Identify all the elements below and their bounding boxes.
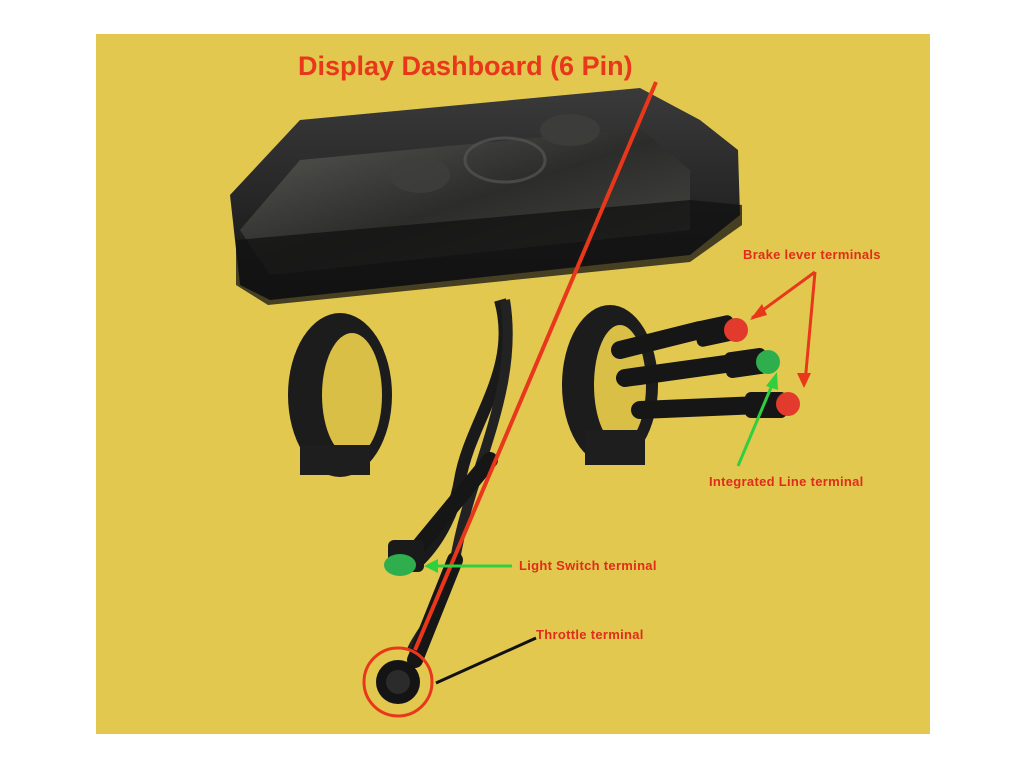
handlebar-clamp-left xyxy=(288,313,392,477)
throttle-terminal-label: Throttle terminal xyxy=(536,627,644,642)
integrated-line-connector xyxy=(616,347,780,387)
display-housing xyxy=(230,88,742,305)
throttle-arrow xyxy=(435,636,537,685)
light-switch-connector xyxy=(384,452,498,576)
light-switch-terminal-label: Light Switch terminal xyxy=(519,558,657,573)
brake-lever-terminals-label: Brake lever terminals xyxy=(743,247,881,262)
integrated-arrow xyxy=(736,377,777,467)
title-pointer-line xyxy=(413,81,658,651)
brake-arrow-bottom xyxy=(803,271,817,384)
integrated-connector-tip xyxy=(756,350,780,374)
integrated-line-terminal-label: Integrated Line terminal xyxy=(709,474,864,489)
throttle-connector xyxy=(362,552,463,718)
throttle-highlight-circle xyxy=(362,646,434,718)
brake-lever-connector-top xyxy=(611,315,748,359)
brake-lever-connector-bottom xyxy=(631,392,800,419)
brake-connector-tip-top xyxy=(724,318,748,342)
brake-connector-tip-bottom xyxy=(776,392,800,416)
diagram-title: Display Dashboard (6 Pin) xyxy=(298,51,633,81)
handlebar-clamp-right xyxy=(562,305,658,465)
